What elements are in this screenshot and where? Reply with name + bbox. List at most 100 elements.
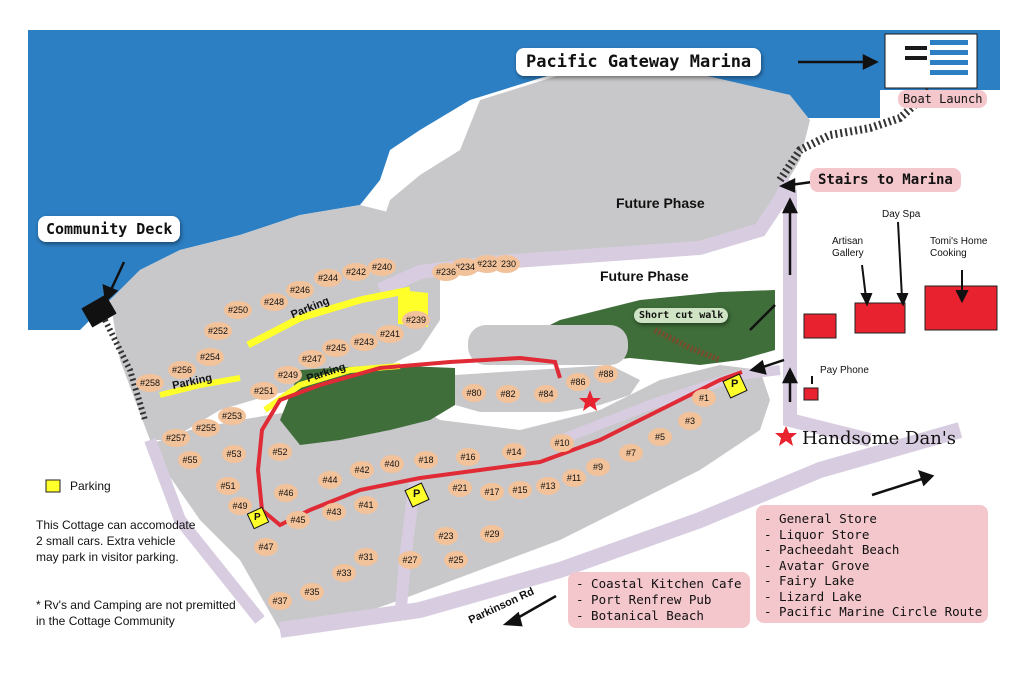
parking-p-marker: P [413,488,421,500]
lot-marker: #246 [286,281,314,299]
lot-oval [368,258,396,276]
lot-oval [594,365,618,383]
lot-oval [322,339,350,357]
lot-marker: #43 [322,503,346,521]
lot-oval [648,428,672,446]
lot-marker: #256 [168,361,196,379]
lot-number: #245 [326,343,346,353]
lot-oval [380,455,404,473]
lot-number: #55 [182,455,197,465]
lot-oval [222,445,246,463]
lot-marker: #255 [192,419,220,437]
lot-oval [566,373,590,391]
lot-marker: #86 [566,373,590,391]
lot-marker: #18 [414,451,438,469]
lot-oval [250,382,278,400]
lot-number: #31 [358,552,373,562]
lot-marker: #51 [216,477,240,495]
lot-oval [692,389,716,407]
lot-oval [224,301,252,319]
west-destinations-box: - Coastal Kitchen Cafe - Port Renfrew Pu… [568,572,750,628]
lot-number: #257 [166,433,186,443]
lot-marker: #15 [508,481,532,499]
lot-marker: #247 [298,350,326,368]
lot-oval [260,293,288,311]
lot-oval [354,548,378,566]
lot-oval [314,269,342,287]
destination-item: - Fairy Lake [764,573,855,588]
tomis-home-cooking-building [924,285,998,331]
building-pointer-arrows [811,221,969,384]
lot-oval [402,311,430,329]
lot-number: #35 [304,587,319,597]
lot-number: #241 [380,329,400,339]
lot-marker: #241 [376,325,404,343]
lot-number: #46 [278,488,293,498]
lot-marker: #41 [354,496,378,514]
lot-oval [228,497,252,515]
lot-marker: #88 [594,365,618,383]
short-cut-path [653,327,722,363]
lot-number: #254 [200,352,220,362]
future-phase-area [380,72,810,288]
lot-marker: #45 [286,511,310,529]
lot-oval [162,429,190,447]
lot-oval [502,443,526,461]
lot-oval [318,471,342,489]
lot-oval [218,407,246,425]
lot-number: #18 [418,455,433,465]
lot-oval [434,527,458,545]
lot-number: #51 [220,481,235,491]
lot-marker: #33 [332,564,356,582]
lot-marker: #250 [224,301,252,319]
map-title: Pacific Gateway Marina [516,48,762,76]
rv-note: * Rv's and Camping are not premitted in … [36,597,236,629]
lot-number: #42 [354,465,369,475]
lot-markers: #1#3#5#7#9#10#11#13#14#15#16#17#18#21#23… [136,255,716,610]
lot-number: #239 [406,315,426,325]
lot-oval [204,322,232,340]
lot-number: #236 [436,267,456,277]
lot-number: #243 [354,337,374,347]
lot-marker: #42 [350,461,374,479]
short-cut-walk-label: Short cut walk [634,308,729,323]
lot-oval [448,479,472,497]
lot-marker: #258 [136,374,164,392]
destination-item: - Lizard Lake [764,588,862,604]
lot-number: #47 [258,542,273,552]
lot-marker: #35 [300,583,324,601]
lot-marker: #14 [502,443,526,461]
lot-number: #249 [278,370,298,380]
lot-oval [322,503,346,521]
lot-marker: #11 [562,469,586,487]
lot-marker: #3 [678,412,702,430]
lot-number: #240 [372,262,392,272]
arrow-icons [102,53,935,627]
lot-marker: #53 [222,445,246,463]
lot-number: #88 [598,369,613,379]
lot-number: #247 [302,354,322,364]
lot-marker: #23 [434,527,458,545]
lot-marker: #37 [268,592,292,610]
star-icon [579,390,601,411]
lot-oval [432,263,460,281]
future-phase-label: Future Phase [600,268,689,284]
lot-oval [168,361,196,379]
lot-marker: #240 [368,258,396,276]
lot-oval [480,483,504,501]
boat-launch-label: Boat Launch [898,90,988,108]
lot-marker: #40 [380,455,404,473]
lot-marker: #47 [254,538,278,556]
cottage-note-line: may park in visitor parking. [36,550,179,564]
lot-number: #253 [222,411,242,421]
destination-item: - Port Renfrew Pub [576,592,712,607]
west-road [144,437,265,624]
lot-marker: #7 [619,444,643,462]
lot-number: #1 [699,393,709,403]
lot-number: #53 [226,449,241,459]
lot-oval [473,255,501,273]
lot-number: #251 [254,386,274,396]
day-spa-annex [803,313,837,339]
lot-number: #250 [228,305,248,315]
